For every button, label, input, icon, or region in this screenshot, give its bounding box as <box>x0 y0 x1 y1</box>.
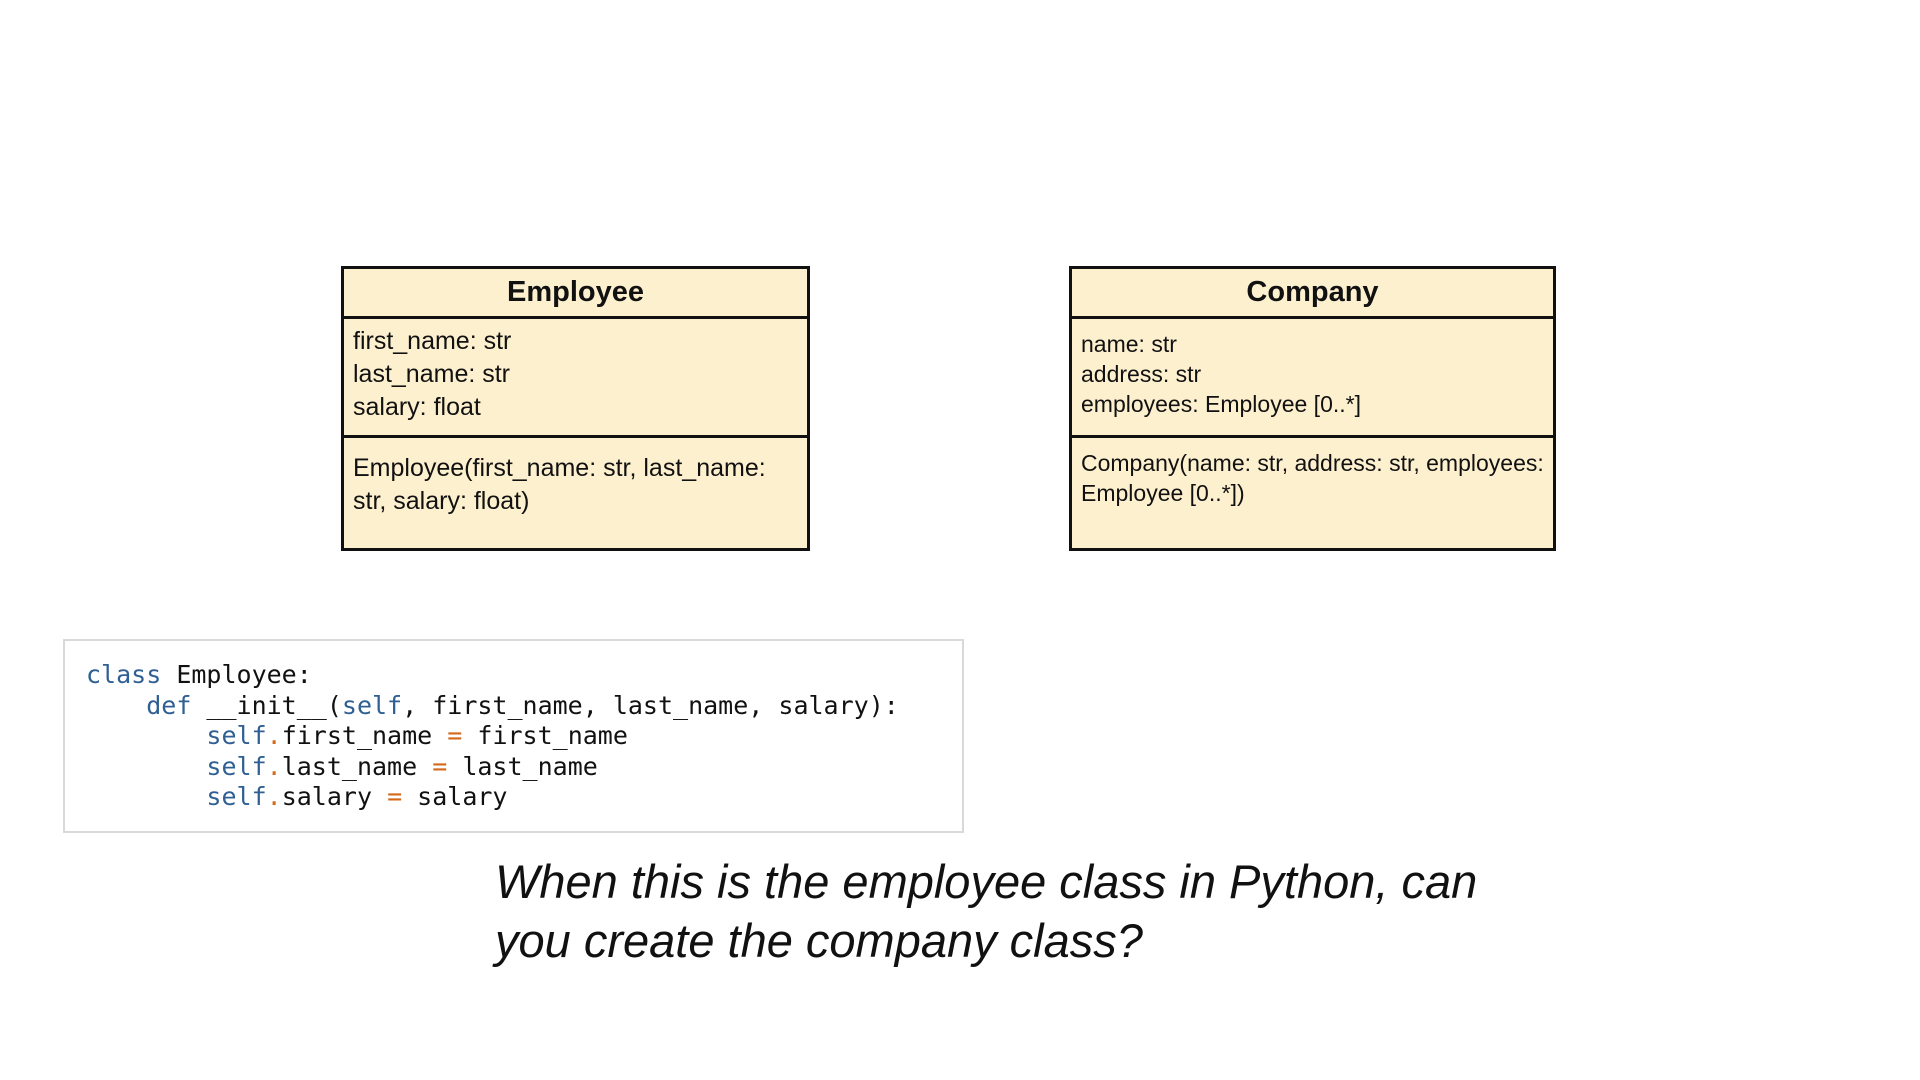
employee-attribute: last_name: str <box>353 360 511 388</box>
employee-attributes: first_name: str last_name: str salary: f… <box>344 319 807 438</box>
code-operator: . <box>266 721 282 750</box>
code-line: self.salary = salary <box>86 782 962 813</box>
code-text: Employee: <box>161 660 312 689</box>
code-keyword: self <box>206 751 267 781</box>
employee-class-title: Employee <box>344 269 807 319</box>
code-line: class Employee: <box>86 660 962 691</box>
company-attribute: address: str <box>1081 361 1202 387</box>
code-operator: . <box>266 751 282 781</box>
company-methods: Company(name: str, address: str, employe… <box>1072 438 1553 548</box>
code-text: __init__( <box>191 690 342 720</box>
code-text: , first_name, last_name, salary): <box>402 690 899 720</box>
company-attribute: name: str <box>1081 331 1177 357</box>
code-operator: = <box>387 782 403 811</box>
code-text: salary <box>402 782 508 811</box>
code-text: last_name <box>281 751 433 781</box>
code-line: def __init__(self, first_name, last_name… <box>86 691 962 722</box>
code-indent <box>86 782 206 811</box>
employee-methods: Employee(first_name: str, last_name: str… <box>344 438 807 548</box>
code-keyword: self <box>206 782 267 811</box>
code-operator: = <box>447 721 463 750</box>
code-indent <box>86 721 206 750</box>
code-line: self.first_name = first_name <box>86 721 962 752</box>
code-text: last_name <box>447 751 598 781</box>
code-text: first_name <box>281 721 448 750</box>
code-operator: = <box>432 751 448 781</box>
company-class-title: Company <box>1072 269 1553 319</box>
company-class-box: Company name: str address: str employees… <box>1069 266 1556 551</box>
company-constructor: Company(name: str, address: str, employe… <box>1081 450 1544 506</box>
company-attributes: name: str address: str employees: Employ… <box>1072 319 1553 438</box>
code-text: salary <box>281 782 388 811</box>
code-operator: . <box>266 782 282 811</box>
code-line: self.last_name = last_name <box>86 752 962 783</box>
employee-class-box: Employee first_name: str last_name: str … <box>341 266 810 551</box>
employee-attribute: salary: float <box>353 393 481 421</box>
employee-constructor: Employee(first_name: str, last_name: str… <box>353 454 766 515</box>
code-keyword: self <box>341 690 403 720</box>
question-line: When this is the employee class in Pytho… <box>495 855 1478 908</box>
code-keyword: self <box>206 721 267 750</box>
code-indent <box>86 752 206 781</box>
code-keyword: def <box>146 690 192 720</box>
question-text: When this is the employee class in Pytho… <box>495 852 1645 970</box>
question-line: you create the company class? <box>495 914 1143 967</box>
code-indent <box>86 691 146 720</box>
code-block: class Employee: def __init__(self, first… <box>63 639 964 833</box>
employee-attribute: first_name: str <box>353 327 512 355</box>
code-keyword: class <box>86 660 162 689</box>
company-attribute: employees: Employee [0..*] <box>1081 391 1361 417</box>
code-text: first_name <box>462 721 628 750</box>
